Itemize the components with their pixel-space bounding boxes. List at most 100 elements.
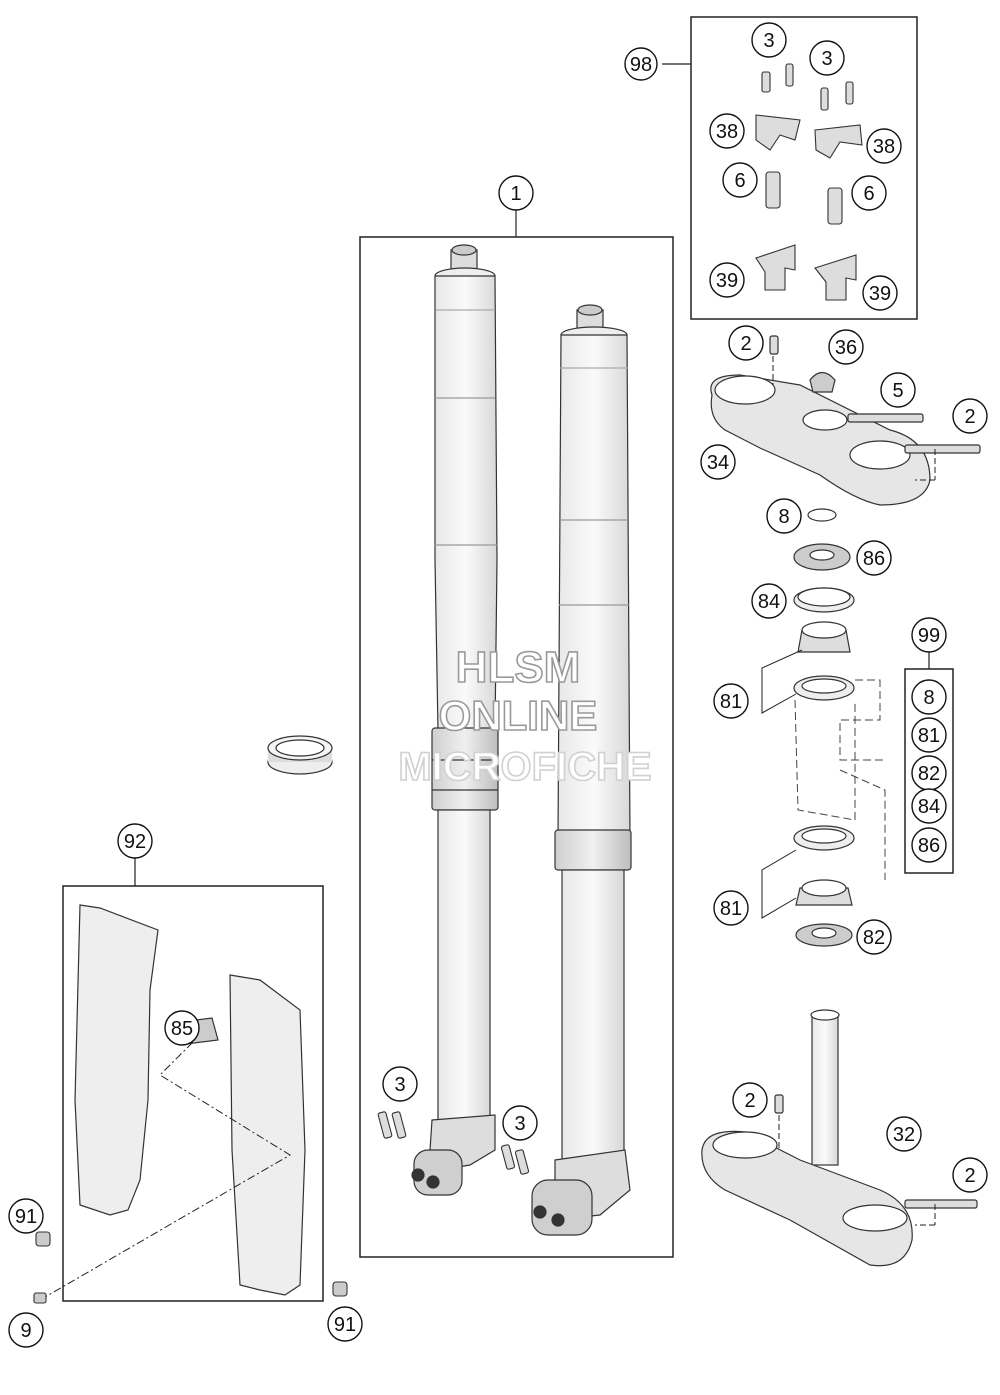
box-leader-lines	[134, 63, 930, 886]
callout-label: 2	[744, 1090, 755, 1112]
callout-label: 1	[510, 183, 521, 205]
callout-label: 92	[124, 831, 146, 853]
callout-k86: 86	[911, 827, 947, 863]
callout-circle	[751, 583, 787, 619]
callout-c82: 82	[856, 919, 892, 955]
callout-label: 8	[778, 506, 789, 528]
callout-c84: 84	[751, 583, 787, 619]
callout-circle	[502, 1105, 538, 1141]
upper-clamp-leaders	[772, 356, 936, 481]
callout-c3b: 3	[809, 40, 845, 76]
upper-triple-clamp	[710, 335, 981, 522]
callout-circle	[911, 679, 947, 715]
watermark-line-1: HLSM	[456, 643, 581, 692]
callout-circle	[722, 162, 758, 198]
callout-c81b: 81	[713, 890, 749, 926]
callout-label: 81	[918, 725, 940, 747]
callout-circle	[809, 40, 845, 76]
callout-label: 85	[171, 1018, 193, 1040]
callout-circle	[851, 175, 887, 211]
callout-label: 36	[835, 337, 857, 359]
kit-parts	[755, 63, 863, 301]
callout-label: 39	[869, 283, 891, 305]
fork-ring	[267, 735, 333, 775]
callout-label: 38	[716, 121, 738, 143]
fork-protectors	[74, 904, 306, 1296]
callout-label: 6	[863, 183, 874, 205]
callout-c6b: 6	[851, 175, 887, 211]
callout-label: 84	[758, 591, 780, 613]
callout-c9: 9	[8, 1312, 44, 1348]
callout-c5: 5	[880, 372, 916, 408]
callout-circle	[952, 1157, 988, 1193]
callout-k81: 81	[911, 717, 947, 753]
lower-clamp-leaders	[778, 1115, 936, 1226]
callout-c39b: 39	[862, 275, 898, 311]
callout-circle	[732, 1082, 768, 1118]
callout-circle	[700, 444, 736, 480]
callout-circle	[713, 683, 749, 719]
lower-triple-clamp	[701, 1009, 978, 1267]
callout-c39a: 39	[709, 262, 745, 298]
callout-label: 34	[707, 452, 729, 474]
callout-circle	[709, 113, 745, 149]
callout-circle	[8, 1198, 44, 1234]
callout-label: 5	[892, 380, 903, 402]
callout-label: 81	[720, 898, 742, 920]
callout-c3a: 3	[751, 22, 787, 58]
callout-label: 91	[15, 1206, 37, 1228]
callout-circle	[828, 329, 864, 365]
callout-label: 82	[863, 927, 885, 949]
callout-circle	[911, 617, 947, 653]
callout-circle	[728, 325, 764, 361]
callout-circle	[886, 1116, 922, 1152]
callout-label: 3	[763, 30, 774, 52]
callout-c2c: 2	[732, 1082, 768, 1118]
callout-c1: 1	[498, 175, 534, 211]
lower-bearings	[793, 825, 855, 947]
callout-c92: 92	[117, 823, 153, 859]
callout-label: 3	[821, 48, 832, 70]
callout-label: 38	[873, 136, 895, 158]
callout-c91a: 91	[8, 1198, 44, 1234]
clamp-bolts	[377, 1111, 530, 1175]
callout-c8: 8	[766, 498, 802, 534]
callout-label: 86	[863, 548, 885, 570]
callout-c81a: 81	[713, 683, 749, 719]
callout-c38a: 38	[709, 113, 745, 149]
callout-label: 91	[334, 1314, 356, 1336]
callout-label: 84	[918, 796, 940, 818]
callout-c38b: 38	[866, 128, 902, 164]
watermark-line-2: ONLINE	[439, 692, 598, 739]
callout-c2d: 2	[952, 1157, 988, 1193]
callout-circle	[952, 398, 988, 434]
callout-circle	[866, 128, 902, 164]
watermark-line-3: MICROFICHE	[398, 745, 651, 789]
callout-c36: 36	[828, 329, 864, 365]
callout-circle	[856, 919, 892, 955]
callout-c32: 32	[886, 1116, 922, 1152]
callout-circle	[911, 827, 947, 863]
fork-protector-box	[62, 885, 324, 1302]
callout-label: 86	[918, 835, 940, 857]
callout-circle	[164, 1010, 200, 1046]
callout-circle	[624, 47, 658, 81]
callout-label: 2	[964, 1165, 975, 1187]
callout-circle	[498, 175, 534, 211]
callout-circle	[709, 262, 745, 298]
callout-label: 9	[20, 1320, 31, 1342]
bearing-stack	[793, 543, 855, 701]
callout-c86: 86	[856, 540, 892, 576]
callout-label: 99	[918, 625, 940, 647]
callout-circle	[880, 372, 916, 408]
callout-c2a: 2	[728, 325, 764, 361]
callout-circle	[751, 22, 787, 58]
callout-label: 2	[740, 333, 751, 355]
callout-label: 39	[716, 270, 738, 292]
callout-c91b: 91	[327, 1306, 363, 1342]
callout-c3d: 3	[502, 1105, 538, 1141]
callout-label: 6	[734, 170, 745, 192]
callout-circle	[327, 1306, 363, 1342]
callout-circle	[856, 540, 892, 576]
